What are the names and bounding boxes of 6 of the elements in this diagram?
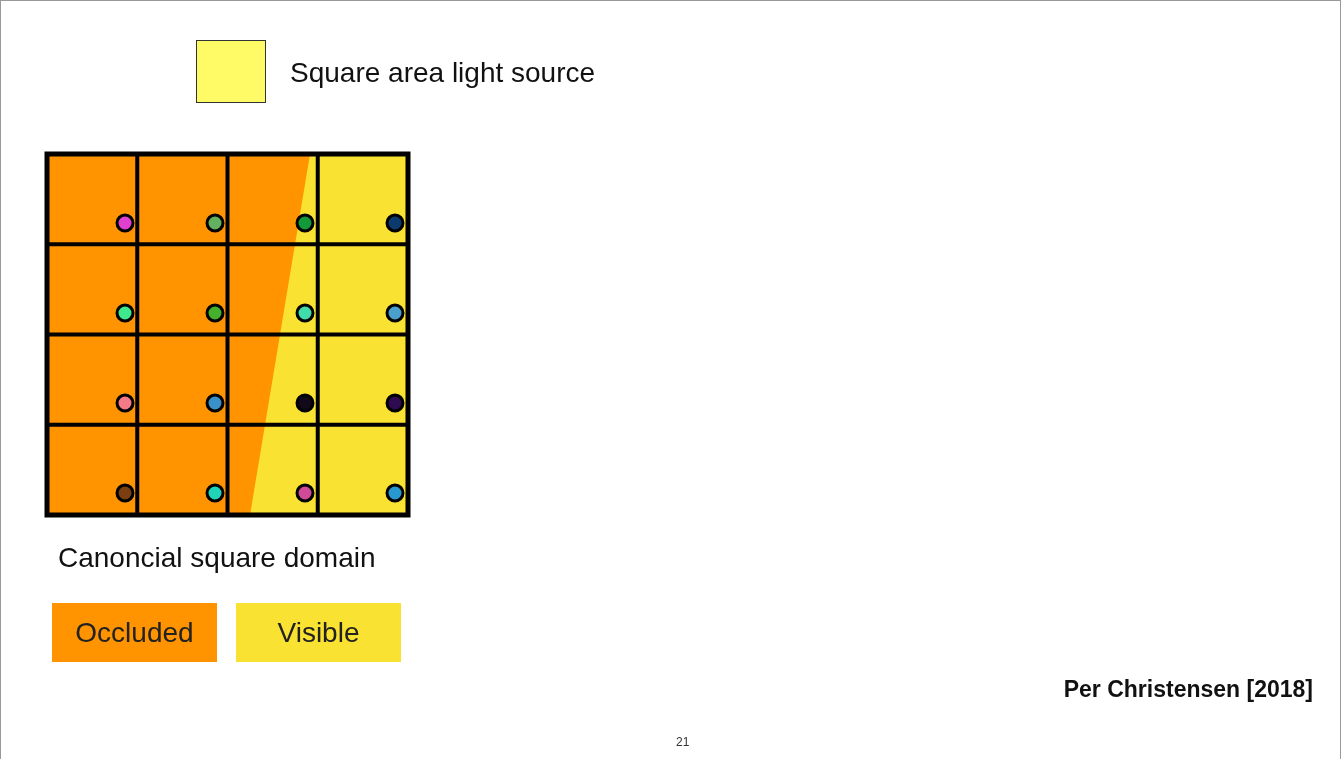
credit-text: Per Christensen [2018] (1063, 676, 1313, 703)
caption-text: Canoncial square domain (58, 542, 376, 574)
legend-label: Square area light source (290, 57, 596, 89)
page-number: 21 (676, 735, 690, 749)
legend-swatch: Occluded (52, 603, 217, 662)
legend-swatch: Visible (236, 603, 401, 662)
